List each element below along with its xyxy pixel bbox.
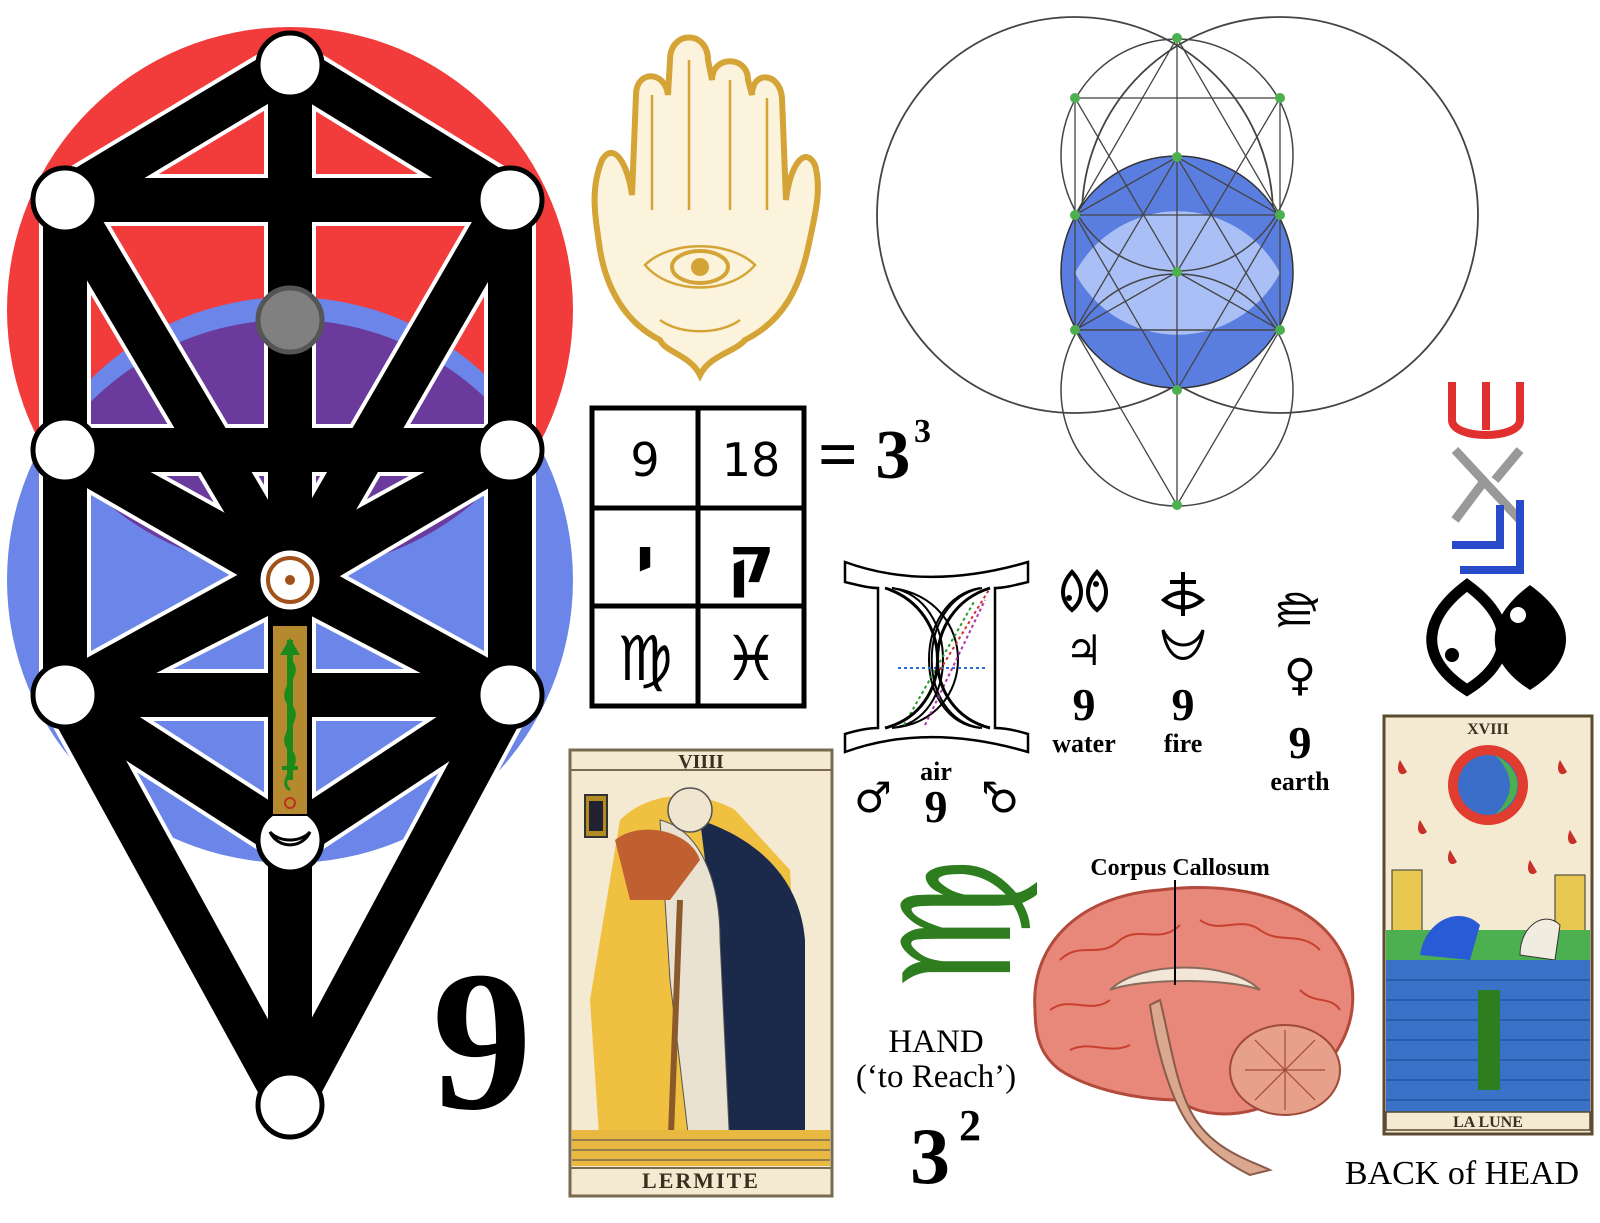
virgo-hand-group: ♍ HAND (‘to Reach’) 3 2 <box>856 857 1046 1201</box>
big-number-nine: 9 <box>432 931 532 1152</box>
letter-grid: 9 18 י ק ♍ ♓ = 3 3 <box>589 405 931 709</box>
jupiter-icon: ♃ <box>1065 626 1103 675</box>
three-squared-exponent: 2 <box>959 1101 981 1150</box>
moon-crescent-icon <box>268 830 312 847</box>
node-chesed <box>475 415 545 485</box>
corpus-callosum-label: Corpus Callosum <box>1090 855 1269 881</box>
brain-illustration: Corpus Callosum <box>1033 855 1355 1177</box>
gemini-icon: air 9 ♂ ♂ <box>843 560 1030 832</box>
venus-icon: ♀ <box>1284 650 1316 701</box>
caduceus-panel <box>271 624 309 816</box>
node-binah <box>30 165 100 235</box>
stacked-letters-icon <box>1448 382 1524 574</box>
earth-cross-icon <box>1160 572 1206 616</box>
moon-card: XVIII LA LUNE BACK of HEAD <box>1345 714 1594 1192</box>
sun-icon <box>266 556 314 604</box>
element-earth: ♍ ♀ 9 earth <box>1270 590 1330 796</box>
grid-cell-qoph: ק <box>727 524 774 598</box>
earth-label: earth <box>1270 767 1330 796</box>
node-chokmah <box>475 165 545 235</box>
node-netzach <box>475 660 545 730</box>
fire-number: 9 <box>1172 679 1195 730</box>
hermit-card: VIIII LERMITE <box>568 748 834 1198</box>
hand-label: HAND <box>888 1024 983 1060</box>
fish-eyes-icon <box>1061 569 1108 613</box>
moon-crescent-small-icon <box>1161 629 1205 660</box>
corpus-callosum-shape <box>1109 966 1261 991</box>
grid-equation: = 3 <box>818 417 910 494</box>
node-geburah <box>30 415 100 485</box>
virgo-rotated-icon: ♍ <box>1270 590 1321 629</box>
water-number: 9 <box>1073 679 1096 730</box>
grid-cell-nine: 9 <box>630 433 659 487</box>
tree-of-life: 9 <box>7 27 573 1152</box>
grid-cell-yod: י <box>636 524 655 598</box>
grid-exponent: 3 <box>914 413 931 450</box>
fire-label: fire <box>1164 729 1203 758</box>
to-reach-label: (‘to Reach’) <box>856 1059 1016 1095</box>
geometry-vertices <box>1070 33 1285 510</box>
grid-cell-virgo: ♍ <box>617 622 673 695</box>
tree-paths <box>39 42 536 1118</box>
hermit-name: LERMITE <box>642 1168 760 1193</box>
air-label: air <box>920 757 952 786</box>
grid-cell-eighteen: 18 <box>722 433 781 487</box>
moon-card-name: LA LUNE <box>1453 1114 1523 1131</box>
water-label: water <box>1052 729 1116 758</box>
earth-number: 9 <box>1289 717 1312 768</box>
three-squared-base: 3 <box>910 1113 950 1201</box>
node-kether <box>255 30 325 100</box>
air-number: 9 <box>925 781 948 832</box>
element-water: ♃ 9 water <box>1052 569 1116 758</box>
sacred-geometry <box>876 16 1479 510</box>
mars-left-icon: ♂ <box>854 773 892 822</box>
eye-shapes-icon <box>1426 578 1566 697</box>
virgo-green-icon: ♍ <box>872 857 1046 991</box>
grid-cell-pisces: ♓ <box>723 622 779 695</box>
back-of-head-caption: BACK of HEAD <box>1345 1155 1579 1192</box>
moon-card-numeral: XVIII <box>1467 721 1509 738</box>
hermit-numeral: VIIII <box>678 751 724 773</box>
element-fire: 9 fire <box>1160 572 1206 758</box>
node-hod <box>30 660 100 730</box>
mars-right-icon: ♂ <box>981 773 1019 822</box>
hamsa-icon <box>591 34 821 382</box>
node-malkuth <box>255 1070 325 1140</box>
node-daath <box>255 285 325 355</box>
